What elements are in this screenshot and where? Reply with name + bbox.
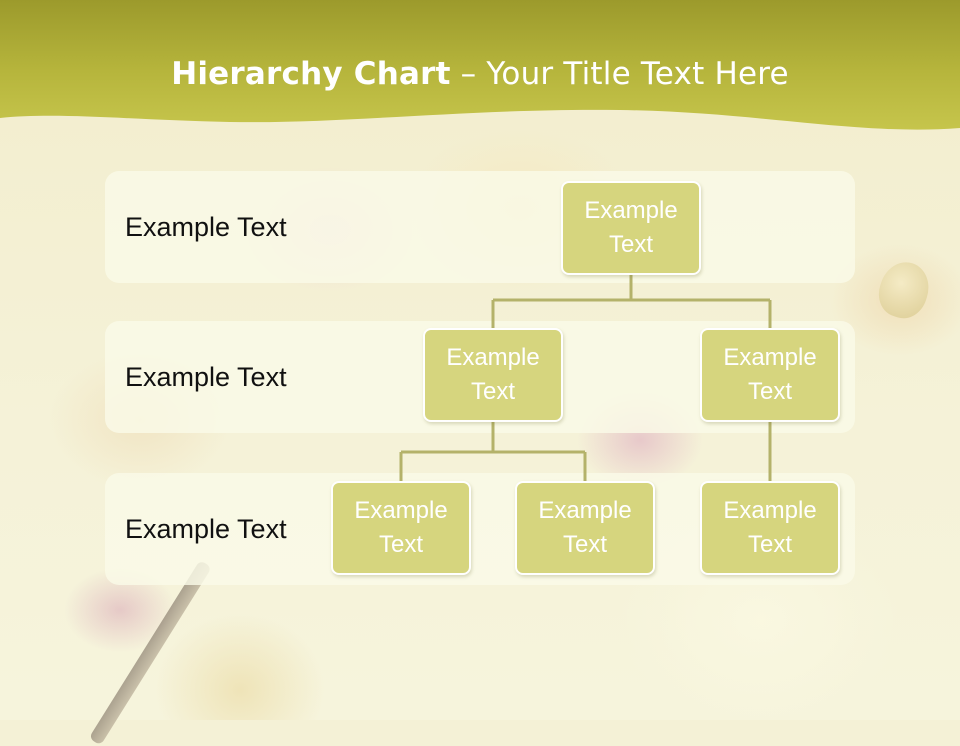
node-level2-right[interactable]: Example Text — [700, 328, 840, 422]
node-level2-left[interactable]: Example Text — [423, 328, 563, 422]
title-banner — [0, 0, 960, 140]
title-bold: Hierarchy Chart — [171, 56, 451, 92]
page-title: Hierarchy Chart – Your Title Text Here — [0, 56, 960, 92]
node-root[interactable]: Example Text — [561, 181, 701, 275]
level-label-1: Example Text — [125, 211, 287, 242]
title-rest: – Your Title Text Here — [450, 56, 789, 92]
level-label-2: Example Text — [125, 361, 287, 392]
level-label-3: Example Text — [125, 513, 287, 544]
node-level2-left-label: Example Text — [446, 344, 540, 405]
node-level3-right-label: Example Text — [723, 497, 817, 558]
node-level3-left[interactable]: Example Text — [331, 481, 471, 575]
node-level3-middle[interactable]: Example Text — [515, 481, 655, 575]
node-root-label: Example Text — [584, 197, 678, 258]
level-band-1 — [105, 171, 855, 283]
node-level3-left-label: Example Text — [354, 497, 448, 558]
node-level2-right-label: Example Text — [723, 344, 817, 405]
node-level3-right[interactable]: Example Text — [700, 481, 840, 575]
node-level3-middle-label: Example Text — [538, 497, 632, 558]
